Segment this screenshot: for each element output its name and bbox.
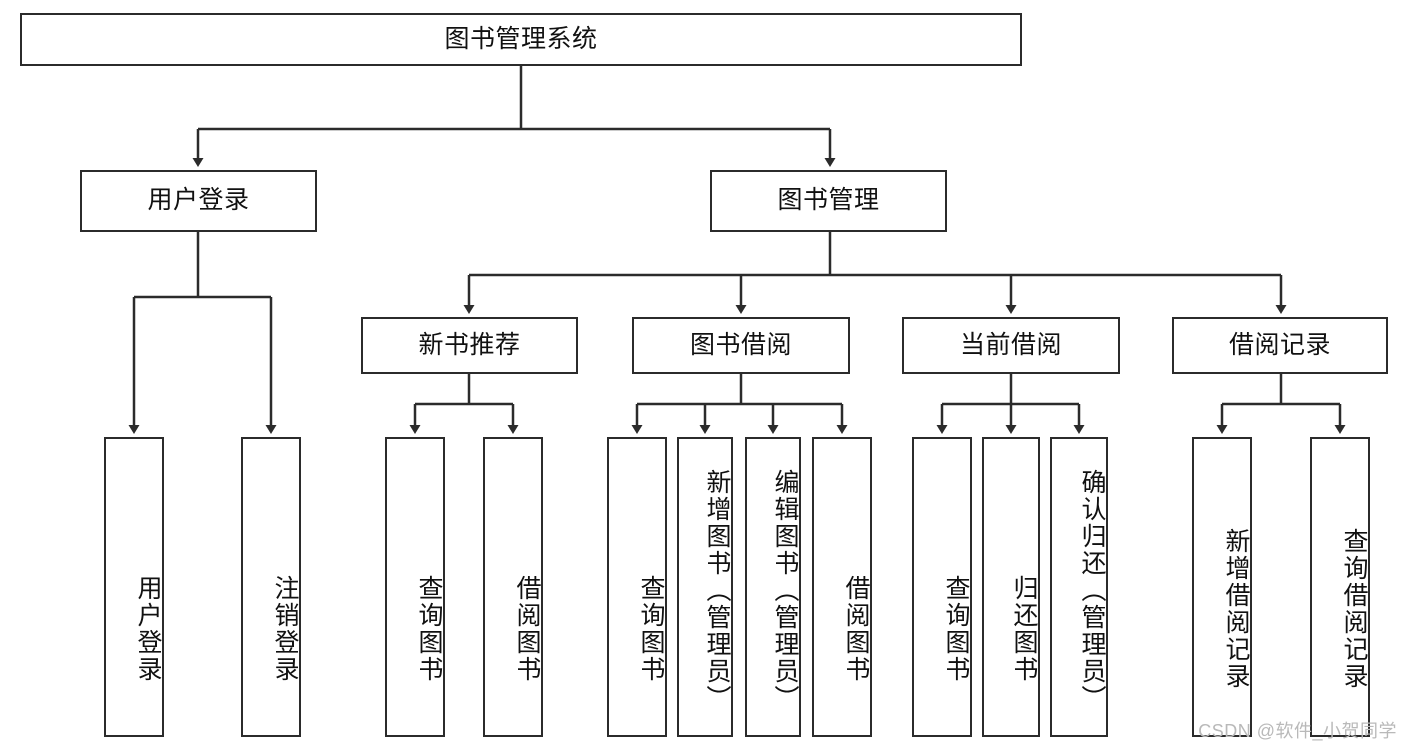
node-book-borrow[interactable]: 图书借阅 [632,317,850,374]
node-root[interactable]: 图书管理系统 [20,13,1022,66]
leaf-confirm-return-admin[interactable]: 确认归还（管理员） [1050,437,1108,737]
leaf-return-book[interactable]: 归还图书 [982,437,1040,737]
leaf-edit-book-admin[interactable]: 编辑图书（管理员） [745,437,801,737]
node-book-borrow-label: 图书借阅 [689,330,792,359]
leaf-user-login[interactable]: 用户登录 [104,437,164,737]
leaf-query-book-recommend[interactable]: 查询图书 [385,437,445,737]
leaf-logout-label: 注销登录 [271,575,299,683]
node-user-login[interactable]: 用户登录 [80,170,317,232]
leaf-borrow-book-label: 借阅图书 [842,575,870,683]
leaf-borrow-book[interactable]: 借阅图书 [812,437,872,737]
watermark: CSDN @软件_小贺同学 [1198,721,1397,741]
leaf-query-borrow-record-label: 查询借阅记录 [1340,528,1368,690]
leaf-edit-book-admin-label: 编辑图书（管理员） [771,468,799,712]
leaf-confirm-return-admin-label: 确认归还（管理员） [1078,468,1106,712]
node-user-login-label: 用户登录 [147,186,250,215]
node-borrow-record-label: 借阅记录 [1228,330,1331,359]
node-current-borrow-label: 当前借阅 [959,330,1062,359]
leaf-borrow-book-recommend-label: 借阅图书 [513,575,541,683]
node-new-book-recommend-label: 新书推荐 [418,330,521,359]
leaf-return-book-label: 归还图书 [1010,575,1038,683]
node-borrow-record[interactable]: 借阅记录 [1172,317,1388,374]
leaf-add-book-admin[interactable]: 新增图书（管理员） [677,437,733,737]
node-book-management[interactable]: 图书管理 [710,170,947,232]
leaf-query-book-borrow[interactable]: 查询图书 [607,437,667,737]
leaf-logout[interactable]: 注销登录 [241,437,301,737]
node-book-management-label: 图书管理 [777,186,880,215]
leaf-add-borrow-record-label: 新增借阅记录 [1222,528,1250,690]
leaf-add-book-admin-label: 新增图书（管理员） [703,468,731,712]
leaf-query-borrow-record[interactable]: 查询借阅记录 [1310,437,1370,737]
leaf-borrow-book-recommend[interactable]: 借阅图书 [483,437,543,737]
node-root-label: 图书管理系统 [444,24,598,53]
node-current-borrow[interactable]: 当前借阅 [902,317,1120,374]
leaf-user-login-label: 用户登录 [134,575,162,683]
leaf-query-book-current[interactable]: 查询图书 [912,437,972,737]
leaf-add-borrow-record[interactable]: 新增借阅记录 [1192,437,1252,737]
node-new-book-recommend[interactable]: 新书推荐 [361,317,578,374]
leaf-query-book-current-label: 查询图书 [942,575,970,683]
leaf-query-book-borrow-label: 查询图书 [637,575,665,683]
leaf-query-book-recommend-label: 查询图书 [415,575,443,683]
